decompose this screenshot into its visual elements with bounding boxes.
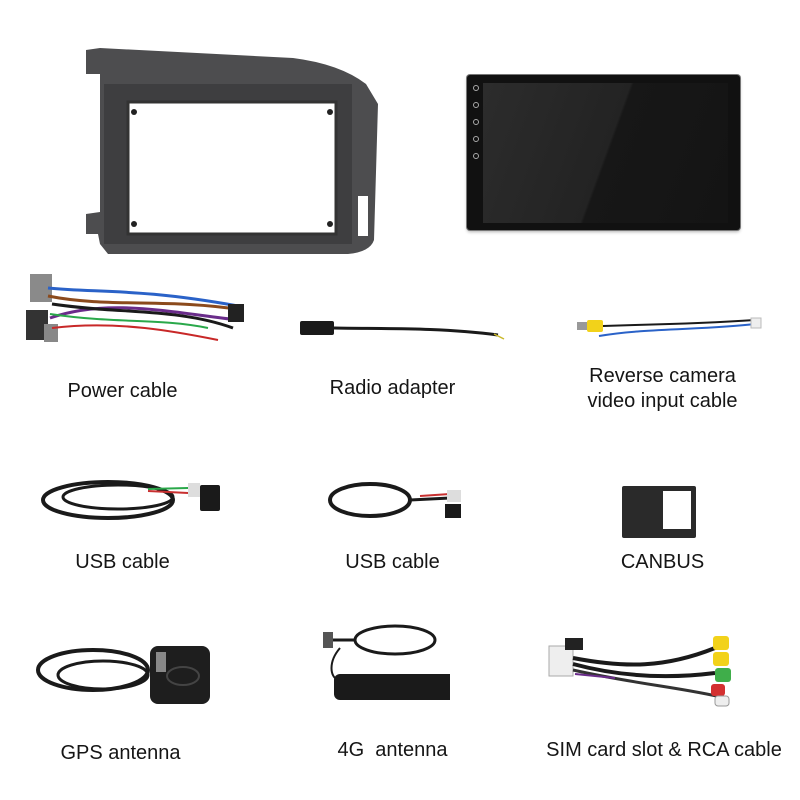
usb-cable-1-image bbox=[38, 475, 228, 530]
gps-antenna-image bbox=[28, 640, 228, 715]
label-usb-cable-2: USB cable bbox=[345, 551, 440, 573]
label-radio-adapter: Radio adapter bbox=[329, 377, 456, 399]
label-reverse-camera-line2: video input cable bbox=[587, 390, 738, 412]
label-power-cable: Power cable bbox=[67, 380, 178, 402]
home-icon bbox=[473, 102, 479, 108]
label-reverse-camera-line1: Reverse camera bbox=[589, 365, 736, 387]
dash-frame-image bbox=[78, 44, 378, 254]
label-sim-rca-cable: SIM card slot & RCA cable bbox=[546, 739, 782, 761]
volume-up-icon bbox=[473, 136, 479, 142]
power-icon bbox=[473, 85, 479, 91]
volume-down-icon bbox=[473, 153, 479, 159]
head-unit-side-buttons bbox=[472, 85, 480, 170]
reverse-camera-cable-image bbox=[575, 312, 765, 347]
head-unit-image bbox=[467, 75, 740, 230]
4g-antenna-image bbox=[320, 622, 464, 717]
power-cable-image bbox=[18, 268, 263, 358]
label-canbus: CANBUS bbox=[620, 551, 705, 573]
radio-adapter-image bbox=[298, 315, 508, 350]
usb-cable-2-image bbox=[325, 478, 475, 533]
canbus-box-image bbox=[622, 486, 696, 538]
rca-cable-image bbox=[545, 628, 750, 723]
label-gps-antenna: GPS antenna bbox=[60, 742, 181, 764]
label-4g-antenna: 4G antenna bbox=[337, 739, 448, 761]
label-usb-cable-1: USB cable bbox=[75, 551, 170, 573]
head-unit-screen bbox=[483, 83, 728, 223]
back-icon bbox=[473, 119, 479, 125]
